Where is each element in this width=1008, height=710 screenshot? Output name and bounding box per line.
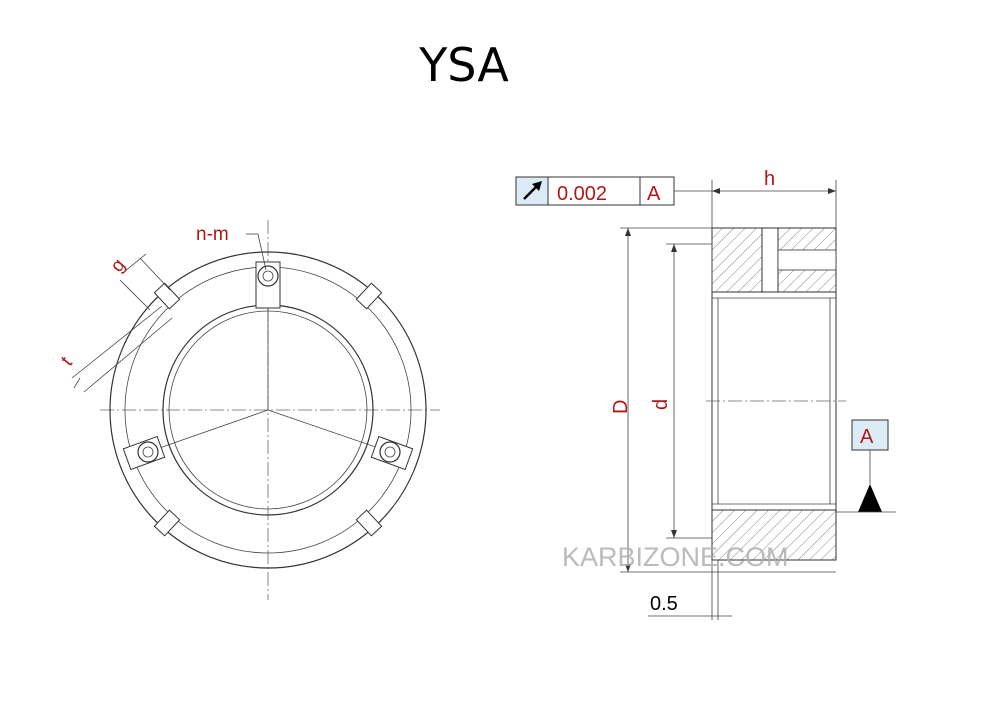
bolt-holes	[122, 261, 414, 471]
n-m-leader	[257, 233, 267, 271]
thread-section	[777, 249, 837, 271]
t-label: t	[57, 352, 77, 370]
radial-line-right	[267, 409, 391, 453]
runout-arrow-icon	[523, 181, 542, 200]
datum-marker: A	[836, 419, 896, 513]
page-title: YSA	[419, 38, 509, 92]
datum-label: A	[860, 426, 874, 448]
t-dim-line	[73, 377, 81, 389]
datum-triangle-icon	[858, 484, 882, 512]
g-ext-2	[139, 257, 171, 291]
slots	[153, 282, 383, 537]
tolerance-datum: A	[647, 183, 661, 205]
d-label: d	[650, 399, 672, 410]
offset-label: 0.5	[650, 593, 678, 615]
section-view: 0.002 A h D	[515, 168, 896, 620]
radial-line-left	[147, 409, 269, 453]
t-ext-1	[71, 305, 163, 379]
g-label: g	[107, 255, 130, 277]
t-ext-2	[83, 317, 173, 393]
watermark: KARBIZONE.COM	[562, 542, 789, 572]
g-dim-line	[123, 253, 147, 273]
tolerance-value: 0.002	[557, 183, 607, 205]
outer-circle	[109, 251, 427, 569]
tolerance-frame: 0.002 A	[515, 176, 712, 206]
D-label: D	[610, 400, 632, 414]
n-m-label: n-m	[196, 224, 229, 245]
g-ext-1	[119, 279, 151, 311]
bottom-wall-section	[711, 509, 837, 561]
bore-inner	[168, 310, 368, 510]
front-view: n-m g t	[57, 220, 440, 600]
h-label: h	[764, 168, 775, 190]
bolt-hole-section	[761, 227, 779, 293]
